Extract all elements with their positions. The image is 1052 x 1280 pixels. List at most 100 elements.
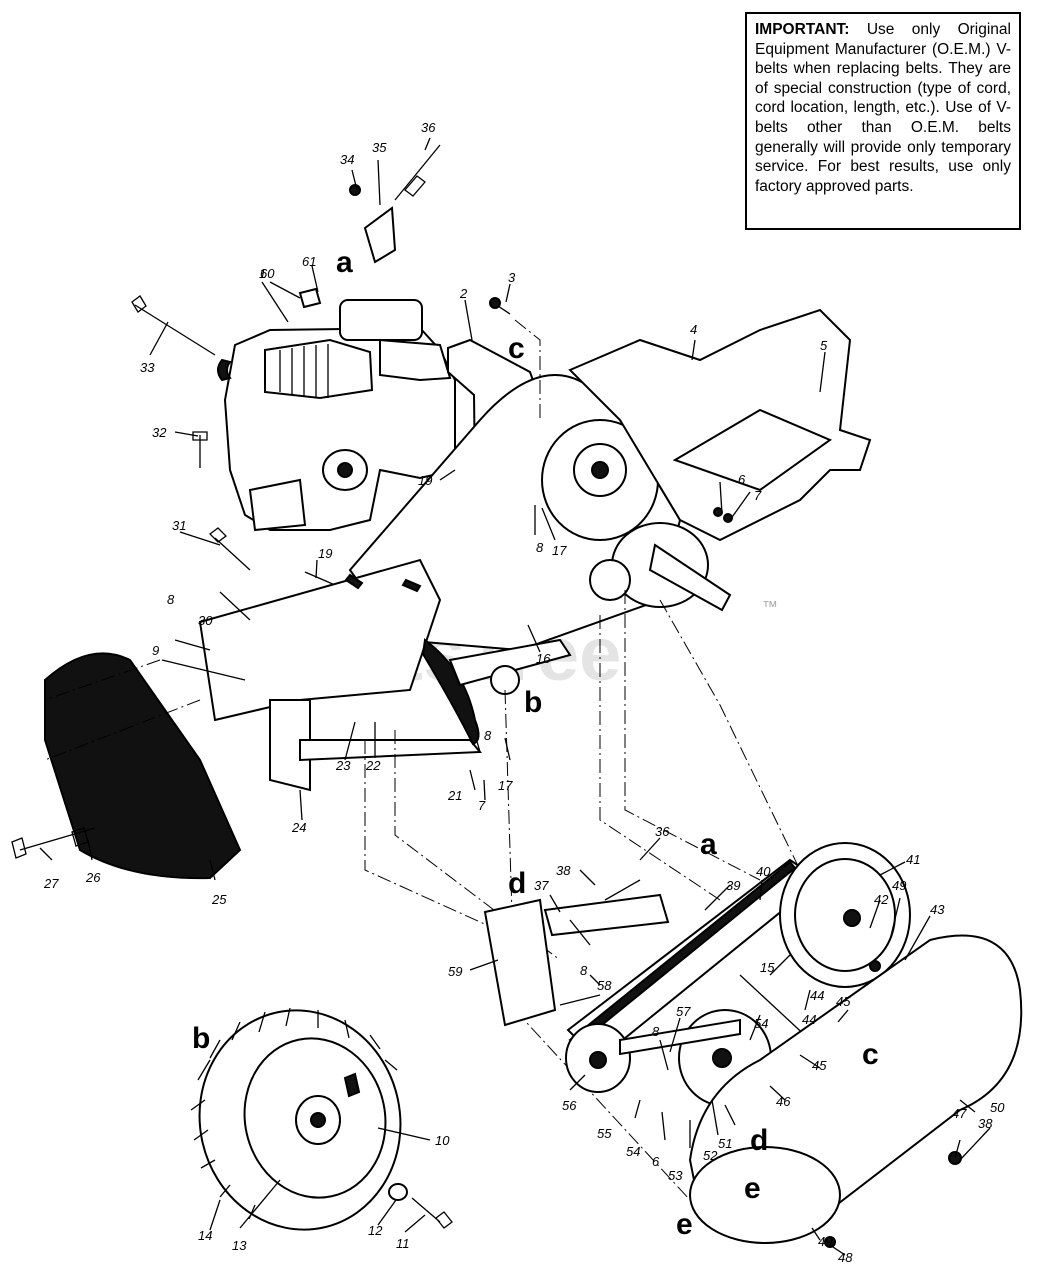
label-42: 42	[874, 892, 889, 907]
label-50: 50	[990, 1100, 1005, 1115]
ref-letter-b-top: b	[524, 686, 542, 719]
label-57: 57	[676, 1004, 691, 1019]
part-number-labels: 1 2 3 4 5 6 7 8 9 10 11 12 13 14 15 16 1…	[43, 120, 1005, 1265]
bracket-34-35-36	[298, 144, 511, 315]
label-61: 61	[302, 254, 316, 269]
label-40: 40	[756, 864, 771, 879]
label-25: 25	[211, 892, 227, 907]
wheel-14	[190, 1007, 402, 1231]
label-4: 4	[690, 322, 697, 337]
ref-letter-c-top: c	[508, 332, 525, 365]
label-39: 39	[726, 878, 740, 893]
label-46: 46	[776, 1094, 791, 1109]
label-14: 14	[198, 1228, 212, 1243]
label-56: 56	[562, 1098, 577, 1113]
label-41: 41	[906, 852, 920, 867]
label-48: 48	[838, 1250, 853, 1265]
label-8: 8	[536, 540, 544, 555]
label-1: 1	[259, 266, 266, 281]
label-60: 60	[260, 266, 275, 281]
notice-body: Use only Original Equipment Manufacturer…	[755, 21, 1011, 195]
label-32: 32	[152, 425, 167, 440]
label-51: 51	[718, 1136, 732, 1151]
label-8b: 8	[167, 592, 175, 607]
ref-letter-e-guard: e	[744, 1172, 761, 1205]
label-10: 10	[435, 1133, 450, 1148]
ref-letter-d-bottom: d	[750, 1124, 768, 1157]
label-23: 23	[335, 758, 351, 773]
label-26: 26	[85, 870, 101, 885]
label-12: 12	[368, 1223, 383, 1238]
label-22: 22	[365, 758, 381, 773]
frame-tube	[198, 558, 572, 792]
label-47: 47	[952, 1106, 967, 1121]
label-17: 17	[552, 543, 567, 558]
label-21: 21	[447, 788, 462, 803]
label-7: 7	[754, 488, 762, 503]
label-53: 53	[668, 1168, 683, 1183]
label-15: 15	[760, 960, 775, 975]
ref-letter-a-top: a	[336, 246, 353, 279]
hardware-33-32	[131, 295, 336, 586]
label-49: 49	[892, 878, 906, 893]
label-43: 43	[930, 902, 945, 917]
label-17b: 17	[498, 778, 513, 793]
label-58: 58	[597, 978, 612, 993]
label-36b: 36	[655, 824, 670, 839]
label-36: 36	[421, 120, 436, 135]
label-27: 27	[43, 876, 59, 891]
leader-lines	[39, 137, 991, 1256]
label-6: 6	[738, 472, 746, 487]
label-34: 34	[340, 152, 354, 167]
label-11: 11	[396, 1236, 410, 1251]
label-37: 37	[534, 878, 549, 893]
ref-letter-c-bottom: c	[862, 1038, 879, 1071]
label-8c: 8	[484, 728, 492, 743]
watermark-trademark: ™	[762, 599, 778, 616]
label-19: 19	[418, 473, 432, 488]
label-13: 13	[232, 1238, 247, 1253]
rear-shroud	[568, 308, 872, 542]
label-38b: 38	[978, 1116, 993, 1131]
label-54: 54	[626, 1144, 640, 1159]
label-33: 33	[140, 360, 155, 375]
label-55: 55	[597, 1126, 612, 1141]
ref-letter-a-bottom: a	[700, 828, 717, 861]
wheel-hardware	[388, 1183, 453, 1229]
label-7b: 7	[478, 798, 486, 813]
label-44b: 44	[802, 1012, 816, 1027]
important-notice-box: IMPORTANT: Use only Original Equipment M…	[745, 12, 1021, 230]
label-54b: 54	[754, 1016, 768, 1031]
notice-heading: IMPORTANT:	[755, 21, 867, 38]
front-bumper-25	[44, 652, 242, 880]
label-19b: 19	[318, 546, 332, 561]
label-45: 45	[836, 994, 851, 1009]
engine	[217, 299, 456, 532]
label-5: 5	[820, 338, 828, 353]
label-9: 9	[152, 643, 159, 658]
label-8e: 8	[580, 963, 588, 978]
label-45b: 45	[812, 1058, 827, 1073]
ref-letter-d-top: d	[508, 867, 526, 900]
label-44: 44	[810, 988, 824, 1003]
label-16: 16	[536, 651, 551, 666]
chain-case	[348, 374, 732, 652]
label-35: 35	[372, 140, 387, 155]
label-3: 3	[508, 270, 516, 285]
reference-letters: a a b b c c d d e e	[192, 246, 879, 1241]
belt-guard-50	[688, 934, 1023, 1248]
label-8d: 8	[652, 1024, 660, 1039]
label-6b: 6	[652, 1154, 660, 1169]
label-59: 59	[448, 964, 462, 979]
ref-letter-b-bottom: b	[192, 1022, 210, 1055]
label-52: 52	[703, 1148, 718, 1163]
label-24: 24	[291, 820, 306, 835]
ref-letter-e-bottom: e	[676, 1208, 693, 1241]
label-49b: 49	[818, 1234, 832, 1249]
label-31: 31	[172, 518, 186, 533]
label-38: 38	[556, 863, 571, 878]
belt-drive	[483, 842, 911, 1107]
label-30: 30	[198, 613, 213, 628]
label-2: 2	[459, 286, 468, 301]
